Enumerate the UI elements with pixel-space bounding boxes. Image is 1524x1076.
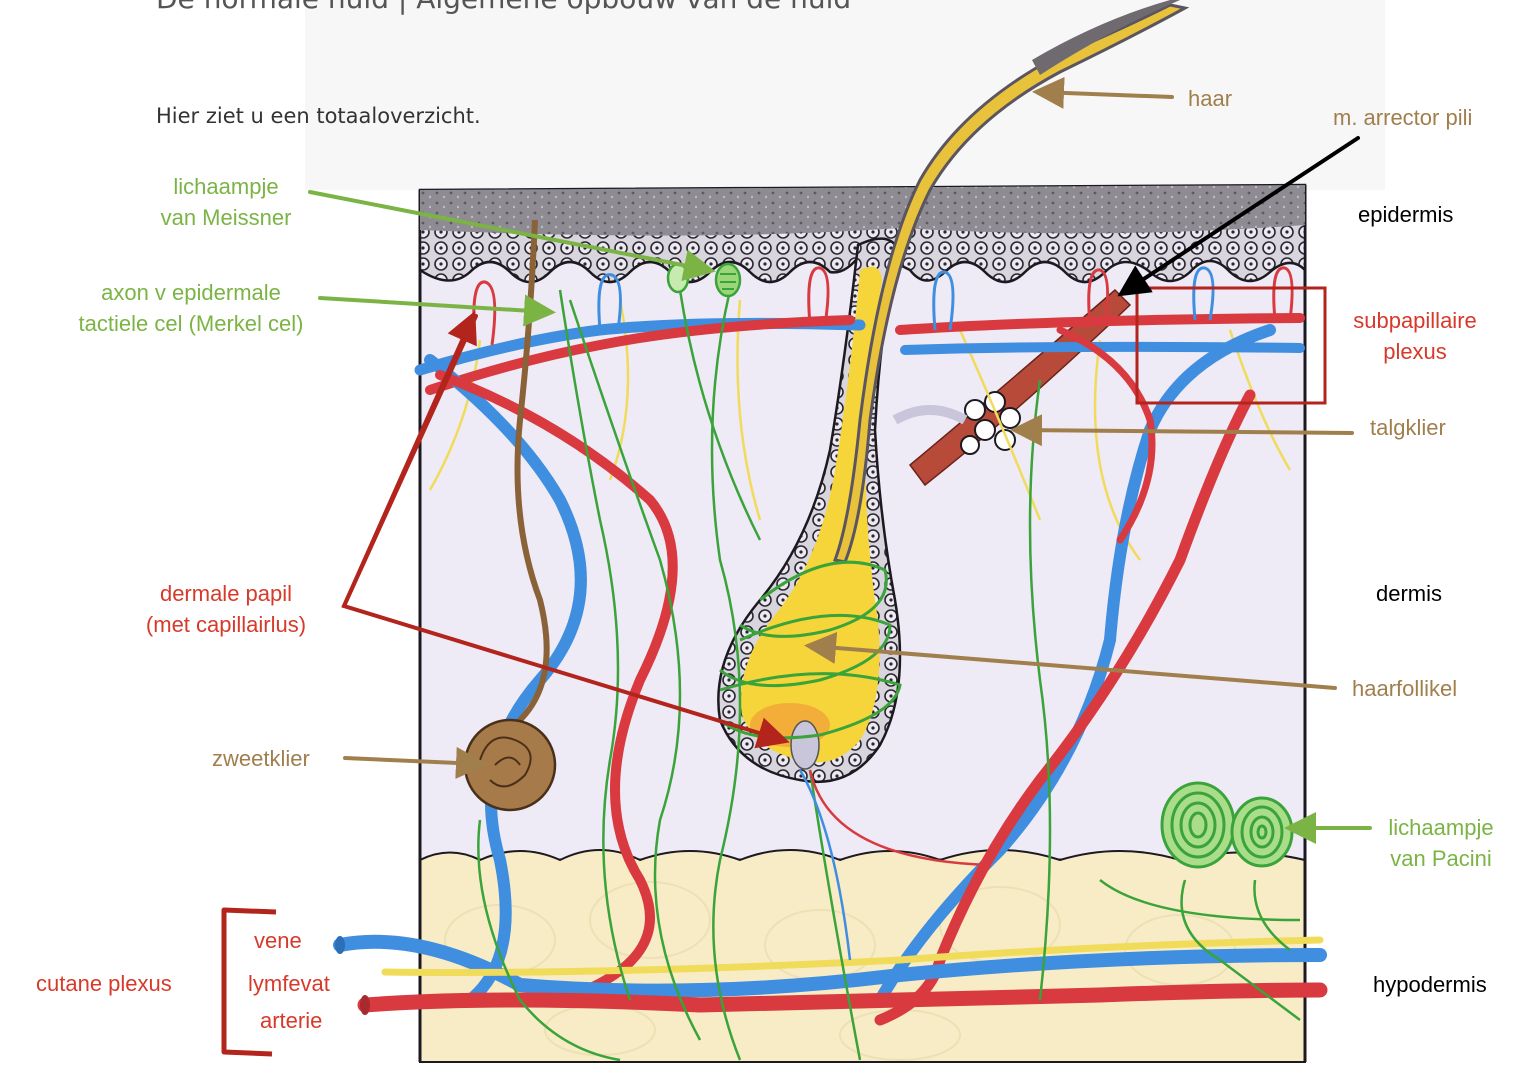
subpapillary-plexus-highlight-box <box>1135 286 1327 405</box>
label-subpapillaire-line1: subpapillaire <box>1353 308 1477 333</box>
label-haar: haar <box>1188 86 1233 111</box>
label-pacini-line2: van Pacini <box>1390 846 1492 871</box>
label-haarfollikel: haarfollikel <box>1352 676 1458 701</box>
label-vene: vene <box>254 928 302 953</box>
hair-bulb <box>740 266 882 763</box>
page-subtitle: Hier ziet u een totaaloverzicht. <box>156 104 481 128</box>
cutaneous-artery <box>357 982 1328 1013</box>
label-dermale-papil: dermale papil (met capillairlus) <box>130 578 322 640</box>
page-title: De normale huid | Algemene opbouw van de… <box>156 0 851 15</box>
label-lymfevat: lymfevat <box>248 971 330 996</box>
label-meissner-line2: van Meissner <box>160 205 292 230</box>
nerve-fibers <box>477 289 1301 1062</box>
pacini-corpuscles <box>1160 781 1294 869</box>
label-talgklier: talgklier <box>1370 415 1446 440</box>
label-meissner-line1: lichaampje <box>173 174 279 199</box>
pointer-arrows <box>308 76 1372 844</box>
label-pacini: lichaampje van Pacini <box>1376 812 1506 874</box>
label-hypodermis: hypodermis <box>1373 972 1487 997</box>
cutaneous-vein <box>333 934 1327 998</box>
label-meissner: lichaampje van Meissner <box>148 171 304 233</box>
label-merkel-line2: tactiele cel (Merkel cel) <box>78 311 304 336</box>
label-arrector-pili: m. arrector pili <box>1333 105 1473 130</box>
label-dermis: dermis <box>1376 581 1443 606</box>
cutaneous-plexus-bracket <box>221 907 277 1057</box>
label-subpapillaire-plexus: subpapillaire plexus <box>1340 305 1490 367</box>
blood-vessels <box>424 324 1276 1026</box>
label-dermale-papil-line1: dermale papil <box>159 581 293 606</box>
label-epidermis: epidermis <box>1358 202 1454 227</box>
label-arterie: arterie <box>260 1008 323 1033</box>
dermal-papilla <box>790 720 820 770</box>
label-zweetklier: zweetklier <box>212 746 310 771</box>
stratum-corneum <box>420 185 1305 236</box>
label-merkel-line1: axon v epidermale <box>101 280 281 305</box>
label-merkel-axon: axon v epidermale tactiele cel (Merkel c… <box>58 277 324 339</box>
label-dermale-papil-line2: (met capillairlus) <box>145 612 307 637</box>
cutaneous-lymph-vessel <box>381 936 1324 976</box>
label-cutane-plexus: cutane plexus <box>36 971 172 996</box>
label-pacini-line1: lichaampje <box>1388 815 1494 840</box>
page-background <box>305 0 1385 190</box>
label-subpapillaire-line2: plexus <box>1383 339 1447 364</box>
